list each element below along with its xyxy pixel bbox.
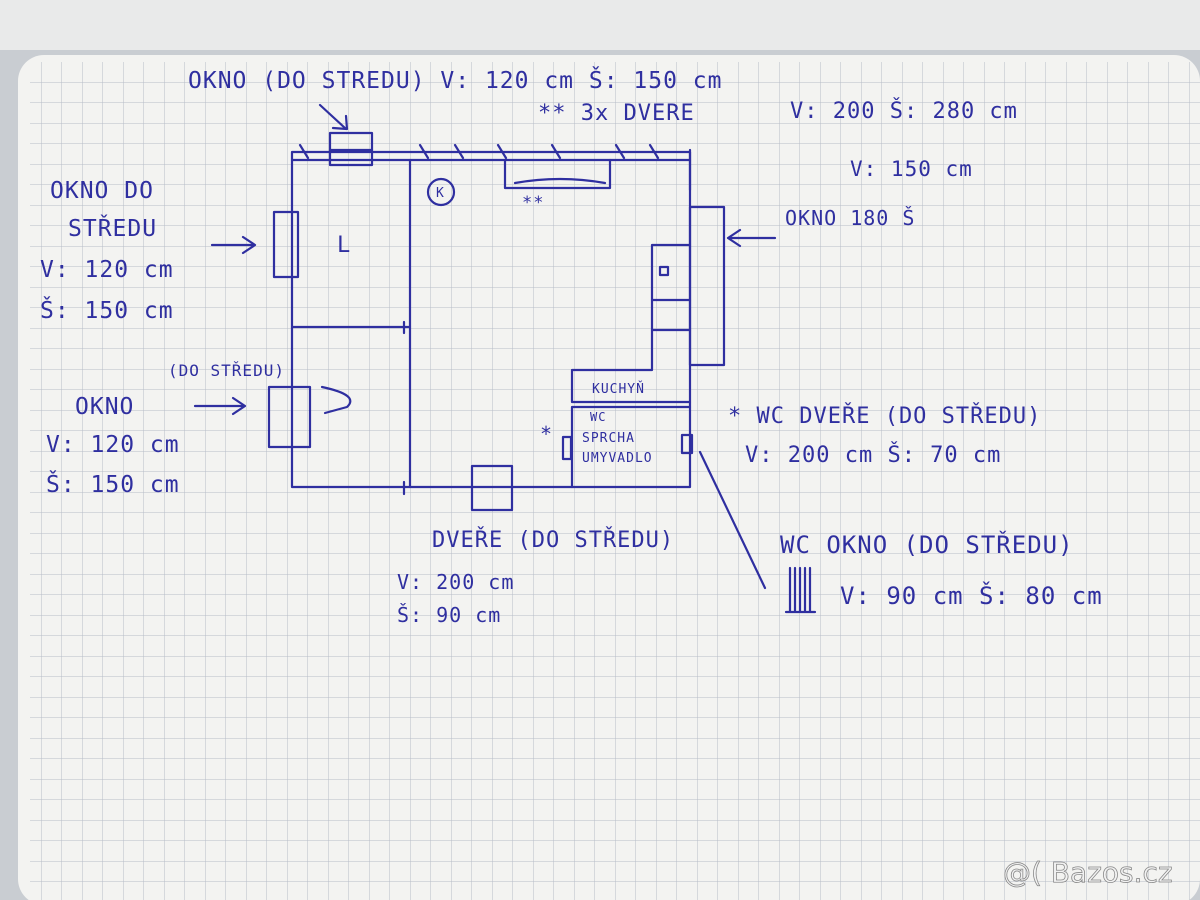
label-door-bottom-s: Š: 90 cm: [397, 603, 501, 627]
window-left-upper-arrow: [210, 235, 257, 255]
kitchen-appliance: [658, 265, 670, 277]
label-window-left2-v: V: 120 cm: [46, 432, 180, 458]
label-stars-under-doors: **: [522, 193, 544, 213]
label-window-left2: OKNO: [75, 394, 134, 420]
balcony-doors: [503, 158, 612, 190]
label-wc-l3: UMYVADLO: [582, 451, 653, 466]
label-wc-l1: WC: [590, 410, 606, 424]
label-kitchen: KUCHYŇ: [592, 381, 645, 397]
label-door-bottom: DVEŘE (DO STŘEDU): [432, 527, 674, 553]
label-wc-window-dims: V: 90 cm Š: 80 cm: [840, 580, 1103, 610]
window-left-upper: [272, 210, 300, 279]
door-bottom: [470, 464, 514, 512]
label-room-k: K: [436, 186, 445, 201]
label-wc-l2: SPRCHA: [582, 431, 635, 446]
label-window-left2-note: (DO STŘEDU): [168, 361, 285, 380]
label-window-left2-s: Š: 150 cm: [46, 470, 180, 498]
wc-window-pointer: [698, 450, 767, 590]
label-window-right: OKNO 180 Š: [785, 206, 915, 230]
label-window-left1-l2: STŘEDU: [68, 214, 157, 242]
label-wc-window: WC OKNO (DO STŘEDU): [780, 530, 1074, 559]
label-window-left1-l3: V: 120 cm: [40, 257, 174, 283]
wc-door-mark: [561, 435, 573, 461]
label-window-top: OKNO (DO STREDU) V: 120 cm Š: 150 cm: [188, 66, 723, 94]
window-right: [688, 205, 726, 367]
window-top-arrow: [318, 103, 349, 131]
wc-window-hatch: [784, 566, 817, 614]
label-door-bottom-v: V: 200 cm: [397, 570, 514, 594]
label-wc-star: *: [540, 422, 553, 446]
window-left-lower: [267, 385, 312, 449]
label-wc-door-dims: V: 200 cm Š: 70 cm: [745, 442, 1001, 468]
wall-ticks: [298, 143, 660, 496]
watermark: @( Bazos.cz: [1003, 856, 1173, 889]
label-doors-top: ** 3x DVERE: [538, 101, 695, 126]
window-right-arrow: [726, 228, 777, 248]
label-doors-top-dims: V: 200 Š: 280 cm: [790, 98, 1018, 124]
label-window-left1-l4: Š: 150 cm: [40, 296, 174, 324]
paper-grid: [30, 62, 1200, 900]
label-window-left1-l1: OKNO DO: [50, 178, 154, 204]
room-k-circle: [426, 177, 456, 207]
kitchen-counter: [570, 243, 692, 404]
wc-window-mark: [680, 433, 694, 455]
label-room-l: L: [337, 233, 351, 258]
label-wc-door: * WC DVEŘE (DO STŘEDU): [728, 403, 1041, 429]
label-window-right-v: V: 150 cm: [850, 157, 973, 181]
door-swing-left: [320, 385, 352, 415]
paper-top-strip: [0, 0, 1200, 50]
window-left-lower-arrow: [193, 396, 247, 416]
